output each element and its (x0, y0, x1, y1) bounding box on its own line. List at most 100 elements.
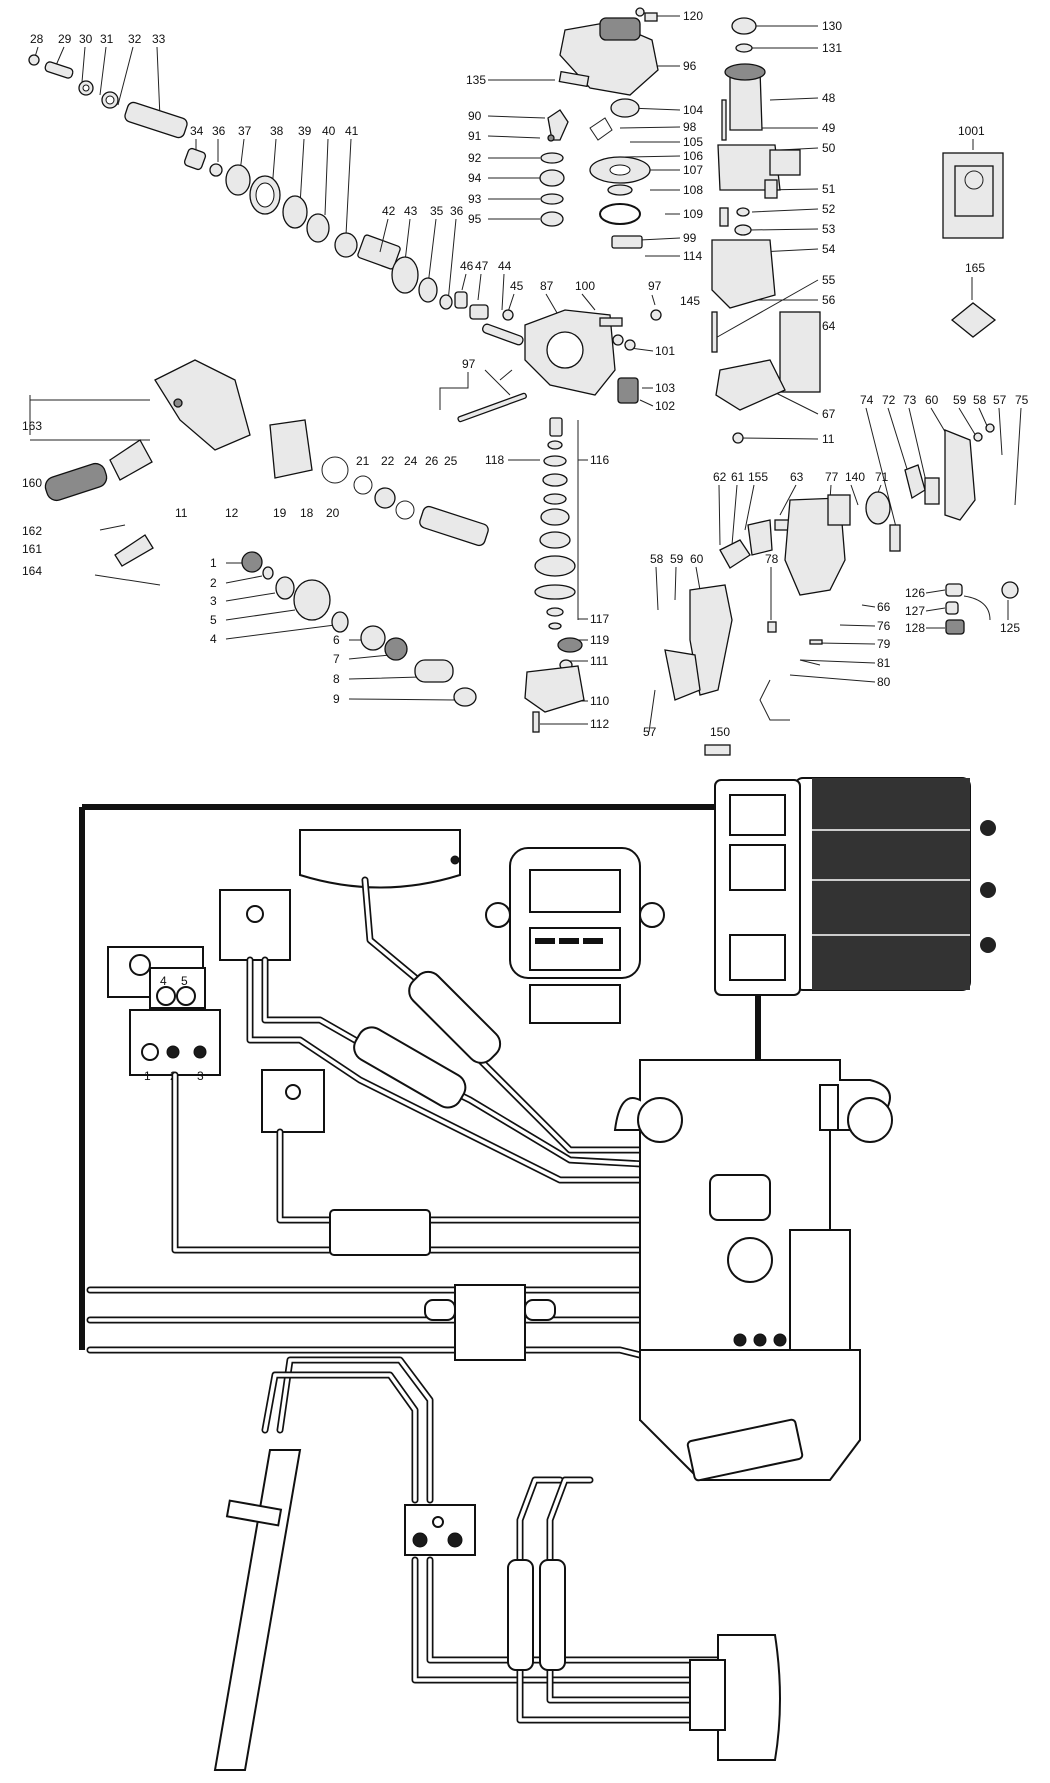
callout-number-102: 102 (655, 399, 675, 413)
callout-number-94: 94 (468, 171, 482, 185)
wiring-diagram: 4 5 1 2 3 (79, 777, 996, 1771)
callout-number-140: 140 (845, 470, 865, 484)
callout-number-31: 31 (100, 32, 114, 46)
callout-number-45: 45 (510, 279, 524, 293)
terminal-block: 4 5 1 2 3 (107, 946, 221, 1083)
callout-row-spindle: 42 43 35 36 (379, 204, 464, 310)
callout-number-7: 7 (333, 652, 340, 666)
callout-number-77: 77 (825, 470, 839, 484)
callout-number-47: 47 (475, 259, 489, 273)
callout-number-111: 111 (590, 654, 609, 668)
callout-number-2: 2 (210, 576, 217, 590)
callout-number-110: 110 (590, 694, 609, 708)
callout-number-26: 26 (425, 454, 439, 468)
callout-number-19: 19 (273, 506, 287, 520)
callout-number-106: 106 (683, 149, 703, 163)
exploded-view: 28 29 30 31 32 33 34 36 37 38 39 40 41 (22, 7, 1029, 756)
callout-number-58: 58 (650, 552, 664, 566)
callout-number-41: 41 (345, 124, 359, 138)
callout-number-127: 127 (905, 604, 925, 618)
switch-box (639, 1349, 861, 1482)
callout-number-108: 108 (683, 183, 703, 197)
callout-number-72: 72 (882, 393, 896, 407)
callout-number-24: 24 (404, 454, 418, 468)
power-cable (213, 1356, 781, 1771)
callout-number-99: 99 (683, 231, 697, 245)
callout-number-118: 118 (485, 453, 504, 467)
motor-assembly: 130 131 48 49 50 51 52 53 54 55 56 64 67… (680, 17, 842, 446)
motor-block (714, 777, 996, 996)
callout-number-21: 21 (356, 454, 370, 468)
callout-number-120: 120 (683, 9, 703, 23)
callout-number-5: 5 (210, 613, 217, 627)
cover-assembly: 120 96 135 104 98 105 106 107 108 109 99… (466, 7, 703, 263)
callout-row-top-left: 28 29 30 31 32 33 (30, 32, 166, 119)
callout-number-130: 130 (822, 19, 842, 33)
callout-number-42: 42 (382, 204, 396, 218)
rear-handle-assembly: 62 61 155 63 77 140 71 58 59 60 78 66 76… (643, 470, 891, 756)
callout-number-160: 160 (22, 476, 42, 490)
handle-right: 74 72 73 60 59 58 57 75 (860, 393, 1029, 552)
callout-number-87: 87 (540, 279, 554, 293)
callout-number-64: 64 (822, 319, 836, 333)
callout-number-66: 66 (877, 600, 891, 614)
callout-number-78: 78 (765, 552, 779, 566)
callout-number-79: 79 (877, 637, 891, 651)
callout-number-73: 73 (903, 393, 917, 407)
callout-number-36: 36 (212, 124, 226, 138)
callout-number-125: 125 (1000, 621, 1020, 635)
callout-number-81: 81 (877, 656, 891, 670)
callout-number-43: 43 (404, 204, 418, 218)
rod-97: 97 (439, 357, 527, 423)
callout-number-104: 104 (683, 103, 703, 117)
callout-number-112: 112 (590, 717, 609, 731)
callout-number-37: 37 (238, 124, 252, 138)
callout-number-39: 39 (298, 124, 312, 138)
callout-row-pins: 46 47 44 45 (454, 259, 524, 346)
callout-number-33: 33 (152, 32, 166, 46)
callout-number-57: 57 (643, 725, 657, 739)
callout-number-11: 11 (175, 506, 188, 520)
callout-number-101: 101 (655, 344, 675, 358)
callout-number-49: 49 (822, 121, 836, 135)
callout-number-109: 109 (683, 207, 703, 221)
callout-number-150: 150 (710, 725, 730, 739)
gear-col-left: 90 91 92 94 93 95 (468, 109, 569, 227)
callout-number-75: 75 (1015, 393, 1029, 407)
callout-number-95: 95 (468, 212, 482, 226)
callout-number-96: 96 (683, 59, 697, 73)
terminal-number-4: 4 (160, 974, 167, 988)
callout-number-18: 18 (300, 506, 314, 520)
callout-number-3: 3 (210, 594, 217, 608)
callout-number-63: 63 (790, 470, 804, 484)
callout-number-8: 8 (333, 672, 340, 686)
callout-number-98: 98 (683, 120, 697, 134)
callout-number-11: 11 (822, 432, 835, 446)
callout-number-32: 32 (128, 32, 142, 46)
cable-parts: 126 127 128 125 (905, 581, 1020, 635)
callout-number-58: 58 (973, 393, 987, 407)
callout-number-50: 50 (822, 141, 836, 155)
callout-number-164: 164 (22, 564, 42, 578)
callout-number-119: 119 (590, 633, 609, 647)
callout-number-59: 59 (953, 393, 967, 407)
callout-number-52: 52 (822, 202, 836, 216)
callout-number-155: 155 (748, 470, 768, 484)
callout-number-93: 93 (468, 192, 482, 206)
chuck-parts: 1 2 3 5 4 6 7 8 9 (210, 551, 477, 707)
gear-train-parts (183, 147, 401, 270)
capacitor-boards (219, 889, 325, 1133)
drive-shaft-parts (28, 54, 188, 139)
callout-number-38: 38 (270, 124, 284, 138)
terminal-number-5: 5 (181, 974, 188, 988)
callout-number-1: 1 (210, 556, 217, 570)
callout-row-mid-left: 34 36 37 38 39 40 41 (190, 124, 359, 236)
callout-number-34: 34 (190, 124, 204, 138)
callout-number-40: 40 (322, 124, 336, 138)
callout-number-59: 59 (670, 552, 684, 566)
callout-number-92: 92 (468, 151, 482, 165)
display-module (299, 829, 665, 1024)
callout-number-97: 97 (462, 357, 476, 371)
callout-number-145: 145 (680, 294, 700, 308)
